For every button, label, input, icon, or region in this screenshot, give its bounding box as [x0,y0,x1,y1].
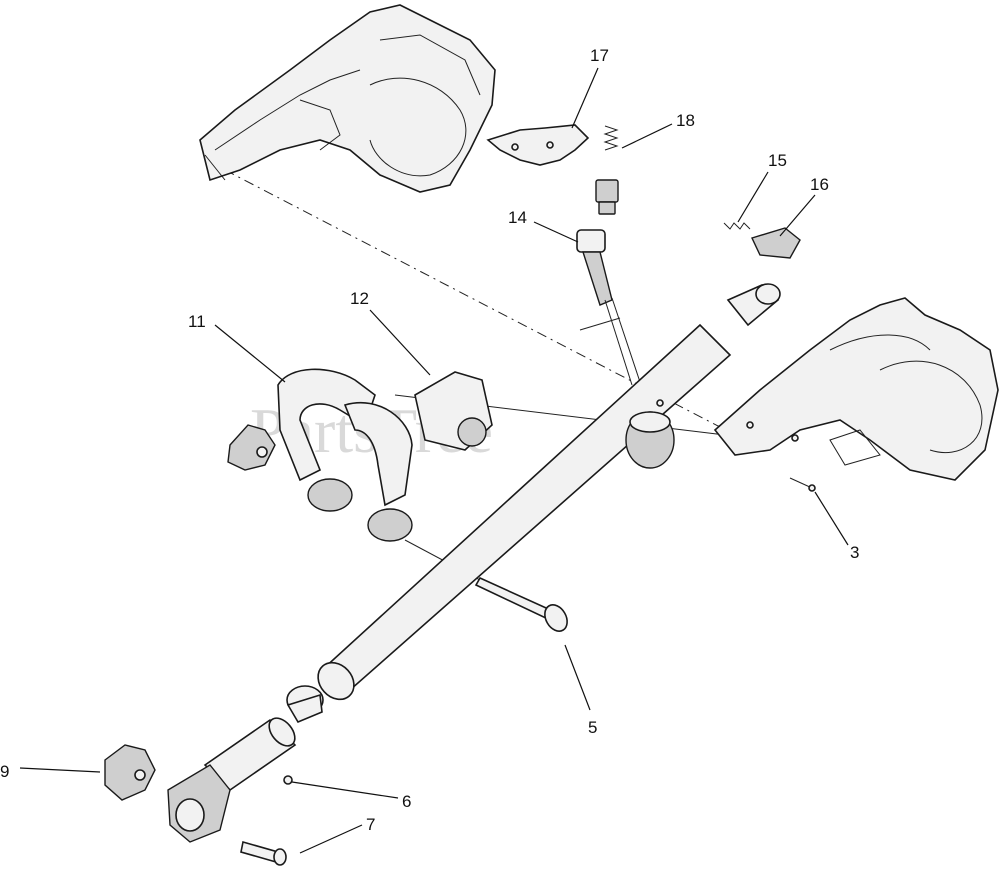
leader-9 [19,767,101,773]
leader-14 [533,221,579,243]
button-18 [751,227,801,259]
leader-17 [737,171,769,223]
screw-3 [789,477,816,492]
shaft-tube [317,323,732,701]
callout-3: 3 [850,543,859,562]
assembly-line-cord [579,317,621,331]
tube-coupler-bottom [286,685,324,724]
callout-7: 7 [366,815,375,834]
callout-6: 6 [402,792,411,811]
spring-17 [723,222,751,230]
callout-9: 9 [0,762,9,781]
trigger-part-15 [486,124,590,166]
callout-12: 12 [350,289,369,308]
assist-handle-11 [277,368,413,542]
cord-grommet [625,411,675,469]
leader-7 [299,824,363,854]
leader-12 [369,309,431,376]
lower-shaft-joint [167,717,297,843]
screw-6 [283,775,293,785]
callout-16: 18 [676,111,695,130]
leader-11 [214,324,286,383]
tube-coupler-top [726,283,781,327]
leader-18 [779,194,816,237]
leader-5 [564,644,591,711]
knob-9 [104,744,156,801]
knob-upper [227,424,276,471]
upper-housing-half [199,4,496,193]
leader-6 [291,781,399,799]
lower-housing-half [713,297,999,481]
leader-16 [621,123,673,149]
handle-clamp-12 [414,371,493,451]
leader-3 [814,491,849,546]
spring-switch-16 [595,125,619,215]
bolt-5 [474,576,568,632]
pin-7 [240,840,287,866]
leader-15 [571,67,599,129]
callout-17: 15 [768,151,787,170]
callout-18: 16 [810,175,829,194]
callout-14: 14 [508,208,527,227]
callout-5: 5 [588,718,597,737]
callout-15: 17 [590,46,609,65]
callout-11: 11 [188,312,206,331]
power-cord-14 [576,229,641,386]
